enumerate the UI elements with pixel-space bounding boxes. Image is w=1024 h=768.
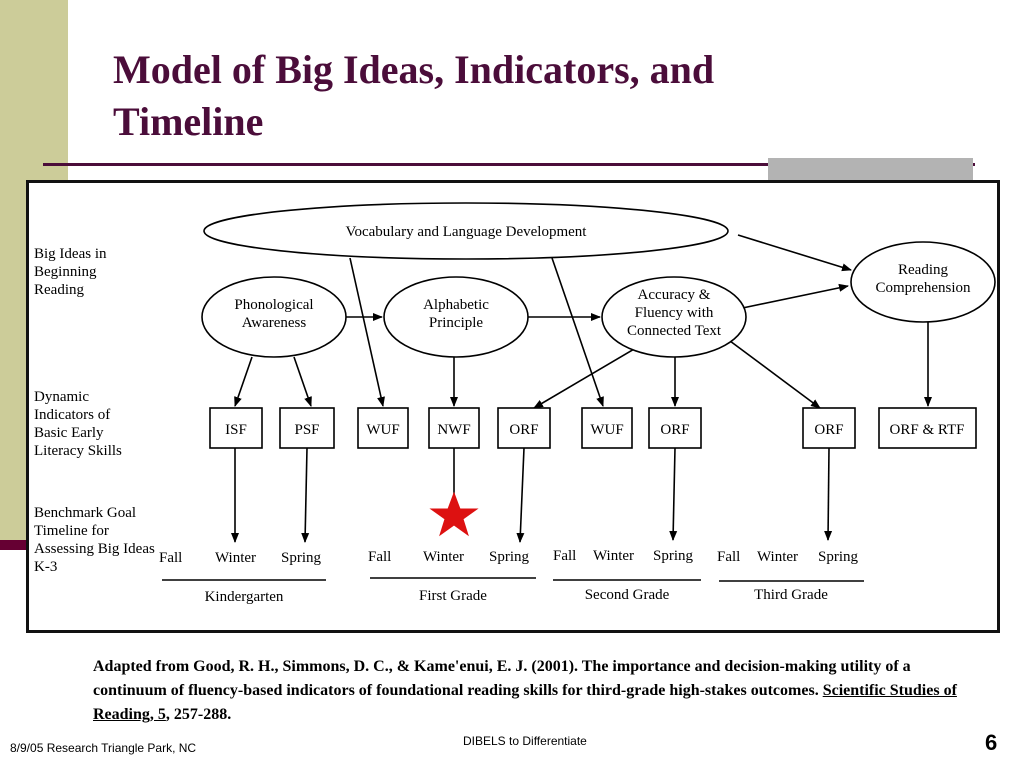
ellipse-accuracy-fluency (601, 276, 747, 358)
citation-journal: Scientific Studies of Reading, 5 (93, 682, 957, 723)
season-g1-winter: Winter (423, 549, 464, 565)
season-k-winter: Winter (215, 550, 256, 566)
title-gray-block (768, 158, 973, 180)
box-orf-3-label: ORF (814, 422, 843, 438)
left-accent-bar (0, 540, 44, 550)
season-g3-spring: Spring (818, 549, 859, 565)
arrow-orf1-down (516, 447, 525, 543)
ellipse-reading-comprehension (850, 241, 996, 323)
citation-text: Adapted from Good, R. H., Simmons, D. C.… (93, 658, 911, 699)
arrow-pa-to-isf (234, 356, 253, 407)
citation-pages: , 257-288. (165, 706, 232, 723)
box-orf-2 (648, 407, 702, 449)
season-k-fall: Fall (159, 550, 182, 566)
vocab-label: Vocabulary and Language Development (346, 224, 588, 240)
acc-label-line1: Accuracy & (638, 287, 711, 303)
box-wuf-2-label: WUF (590, 422, 623, 438)
phon-label-line2: Awareness (242, 315, 307, 331)
rc-label-line1: Reading (898, 262, 948, 278)
citation: Adapted from Good, R. H., Simmons, D. C.… (93, 655, 963, 727)
star-icon (429, 491, 479, 537)
box-orf-rtf-label: ORF & RTF (890, 422, 965, 438)
grade-first: First Grade (419, 588, 487, 604)
ellipse-alphabetic-principle (383, 276, 529, 358)
title-underline (43, 163, 975, 166)
season-g3-fall: Fall (717, 549, 740, 565)
arrow-acc-to-orf3 (725, 337, 821, 409)
arrow-psf-down (301, 447, 310, 543)
box-wuf-1-label: WUF (366, 422, 399, 438)
arrow-pa-to-psf (293, 356, 312, 407)
row-label-indicators: Dynamic Indicators of Basic Early Litera… (34, 389, 122, 459)
diagram-arrows (231, 234, 932, 543)
slide-title: Model of Big Ideas, Indicators, and Time… (113, 47, 715, 144)
grade-kindergarten: Kindergarten (205, 589, 284, 605)
arrow-acc-to-rc (732, 283, 849, 311)
ellipse-phonological-awareness (201, 276, 347, 358)
season-g2-spring: Spring (653, 548, 694, 564)
alpha-label-line2: Principle (429, 315, 483, 331)
acc-label-line2: Fluency with (635, 305, 714, 321)
box-psf (279, 407, 335, 449)
season-g1-fall: Fall (368, 549, 391, 565)
arrow-vocab-to-wuf2 (551, 257, 604, 407)
arrow-orf2-down (669, 447, 678, 541)
season-g3-winter: Winter (757, 549, 798, 565)
rc-label-line2: Comprehension (876, 280, 971, 296)
arrow-vocab-to-wuf1 (349, 257, 385, 407)
box-wuf-1 (357, 407, 409, 449)
ellipse-vocabulary (203, 202, 729, 260)
arrow-orf3-down (824, 447, 833, 541)
box-nwf (428, 407, 480, 449)
season-g1-spring: Spring (489, 549, 530, 565)
page-number: 6 (985, 730, 998, 755)
row-label-big-ideas: Big Ideas in Beginning Reading (34, 246, 107, 298)
box-orf-3 (802, 407, 856, 449)
box-psf-label: PSF (294, 422, 319, 438)
row-label-benchmark: Benchmark Goal Timeline for Assessing Bi… (34, 505, 155, 575)
phon-label-line1: Phonological (234, 297, 313, 313)
season-k-spring: Spring (281, 550, 322, 566)
grade-third: Third Grade (754, 587, 828, 603)
season-g2-fall: Fall (553, 548, 576, 564)
arrow-vocab-to-rc (737, 234, 852, 272)
box-isf (209, 407, 263, 449)
footer-presentation-title: DIBELS to Differentiate (463, 734, 587, 748)
arrow-acc-to-orf1 (533, 341, 647, 409)
alpha-label-line1: Alphabetic (423, 297, 489, 313)
box-nwf-label: NWF (437, 422, 470, 438)
box-orf-2-label: ORF (660, 422, 689, 438)
acc-label-line3: Connected Text (627, 323, 722, 339)
footer-date-location: 8/9/05 Research Triangle Park, NC (10, 741, 197, 755)
box-orf-1 (497, 407, 551, 449)
box-orf-rtf (878, 407, 977, 449)
model-diagram: Vocabulary and Language Development Phon… (159, 202, 996, 605)
box-orf-1-label: ORF (509, 422, 538, 438)
box-isf-label: ISF (225, 422, 247, 438)
season-g2-winter: Winter (593, 548, 634, 564)
grade-second: Second Grade (585, 587, 670, 603)
box-wuf-2 (581, 407, 633, 449)
